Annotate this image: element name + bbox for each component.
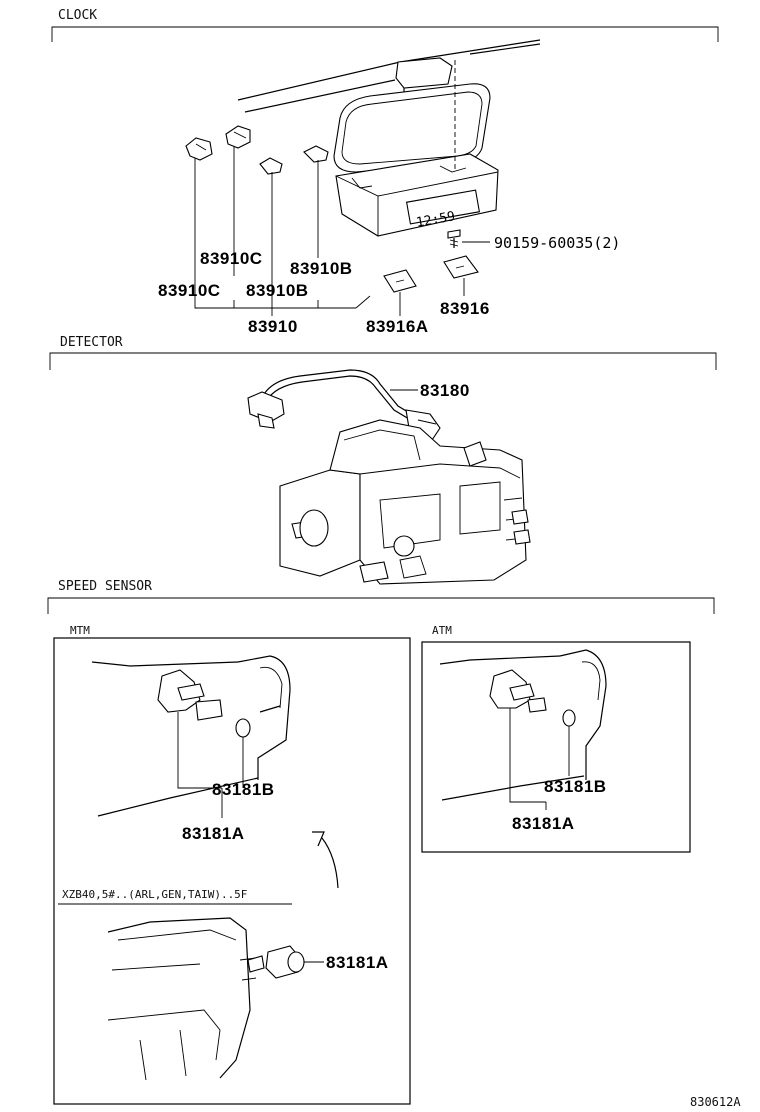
atm-leader-lines (509, 708, 570, 810)
injection-pump-illustration (279, 419, 531, 585)
label-atm-83181A: 83181A (512, 814, 575, 833)
screw-icon (447, 229, 461, 248)
label-83916: 83916 (440, 299, 490, 318)
label-83910: 83910 (248, 317, 298, 336)
section-bracket-clock (51, 26, 719, 42)
reference-arrow-icon (312, 831, 339, 889)
atm-transmission-illustration (439, 649, 607, 801)
label-83910B-lower: 83910B (246, 281, 309, 300)
section-title-clock: CLOCK (58, 8, 97, 23)
variant-note-text: XZB40,5#..(ARL,GEN,TAIW)..5F (62, 888, 247, 901)
mtm-leader-lines (177, 712, 244, 818)
figure-id: 830612A (690, 1095, 741, 1109)
section-title-speed-sensor: SPEED SENSOR (58, 579, 152, 594)
mtm-transmission-illustration (91, 655, 291, 817)
label-mtm-83181B: 83181B (212, 780, 275, 799)
label-83910C-upper: 83910C (200, 249, 263, 268)
bulb-small-left-icon (259, 157, 283, 175)
pad-83916-icon (443, 255, 479, 279)
label-variant-83181A: 83181A (326, 953, 389, 972)
subsection-title-mtm: MTM (70, 624, 90, 637)
section-title-detector: DETECTOR (60, 335, 123, 350)
bulb-small-right-icon (303, 145, 329, 163)
bulb-socket-right-icon (225, 125, 251, 149)
section-bracket-detector (49, 352, 717, 370)
label-83910B-upper: 83910B (290, 259, 353, 278)
mirror-illustration (333, 83, 491, 173)
variant-transmission-illustration (107, 917, 305, 1081)
label-83180: 83180 (420, 381, 470, 400)
pad-83916A-icon (383, 269, 417, 293)
atm-panel (421, 641, 691, 853)
label-83916A: 83916A (366, 317, 429, 336)
subsection-title-atm: ATM (432, 624, 452, 637)
label-mtm-83181A: 83181A (182, 824, 245, 843)
clock-display-window (405, 189, 481, 225)
clock-leader-lines (194, 146, 371, 316)
label-atm-83181B: 83181B (544, 777, 607, 796)
mtm-panel (53, 637, 411, 1105)
bulb-socket-left-icon (185, 137, 213, 161)
label-screw-90159: 90159-60035(2) (494, 234, 620, 252)
section-bracket-speed-sensor (47, 597, 715, 614)
label-83910C-lower: 83910C (158, 281, 221, 300)
clock-display-text: 12:59 (415, 209, 456, 231)
clock-housing-illustration: 12:59 (335, 153, 499, 237)
